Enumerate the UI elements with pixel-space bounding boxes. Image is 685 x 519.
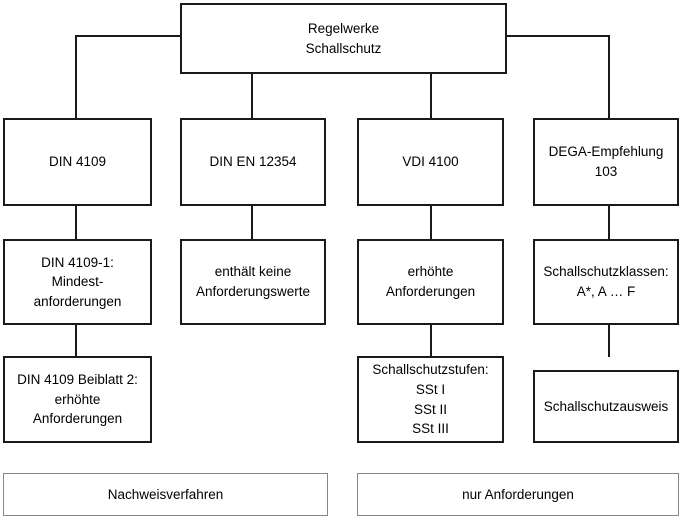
- node-schallschutzstufen[interactable]: Schallschutzstufen: SSt I SSt II SSt III: [357, 356, 504, 443]
- connector-root-to-din4109-vertical: [75, 35, 78, 119]
- connector-din4109-1-to-beiblatt2: [75, 323, 78, 357]
- legend-nur-anforderungen[interactable]: nur Anforderungen: [357, 473, 679, 516]
- connector-root-to-din-en-12354: [251, 72, 254, 119]
- node-din-4109[interactable]: DIN 4109: [3, 118, 152, 206]
- connector-din-en-12354-to-hinweis: [251, 205, 254, 240]
- node-vdi-4100[interactable]: VDI 4100: [357, 118, 504, 206]
- connector-dega-to-schallschutzklassen: [608, 205, 611, 240]
- connector-root-to-dega-horizontal: [504, 35, 610, 38]
- connector-root-to-vdi4100: [430, 72, 433, 119]
- node-schallschutzausweis[interactable]: Schallschutzausweis: [533, 370, 679, 443]
- connector-root-to-din4109-horizontal: [75, 35, 181, 38]
- legend-nachweisverfahren[interactable]: Nachweisverfahren: [3, 473, 328, 516]
- node-schallschutzklassen[interactable]: Schallschutzklassen: A*, A … F: [533, 239, 679, 325]
- node-din-4109-beiblatt-2[interactable]: DIN 4109 Beiblatt 2: erhöhte Anforderung…: [3, 356, 152, 443]
- node-erhoehte-anforderungen[interactable]: erhöhte Anforderungen: [357, 239, 504, 325]
- node-enthaelt-keine-anforderungswerte[interactable]: enthält keine Anforderungswerte: [180, 239, 326, 325]
- node-root-regelwerke-schallschutz[interactable]: Regelwerke Schallschutz: [180, 3, 507, 74]
- connector-din4109-to-din4109-1: [75, 205, 78, 240]
- node-din-en-12354[interactable]: DIN EN 12354: [180, 118, 326, 206]
- connector-erhoehte-to-schallschutzstufen: [430, 323, 433, 357]
- connector-root-to-dega-vertical: [608, 35, 611, 119]
- connector-vdi4100-to-erhoehte-anforderungen: [430, 205, 433, 240]
- node-dega-empfehlung-103[interactable]: DEGA-Empfehlung 103: [533, 118, 679, 206]
- connector-schallschutzklassen-to-ausweis: [608, 323, 611, 357]
- node-din-4109-1-mindestanforderungen[interactable]: DIN 4109-1: Mindest- anforderungen: [3, 239, 152, 325]
